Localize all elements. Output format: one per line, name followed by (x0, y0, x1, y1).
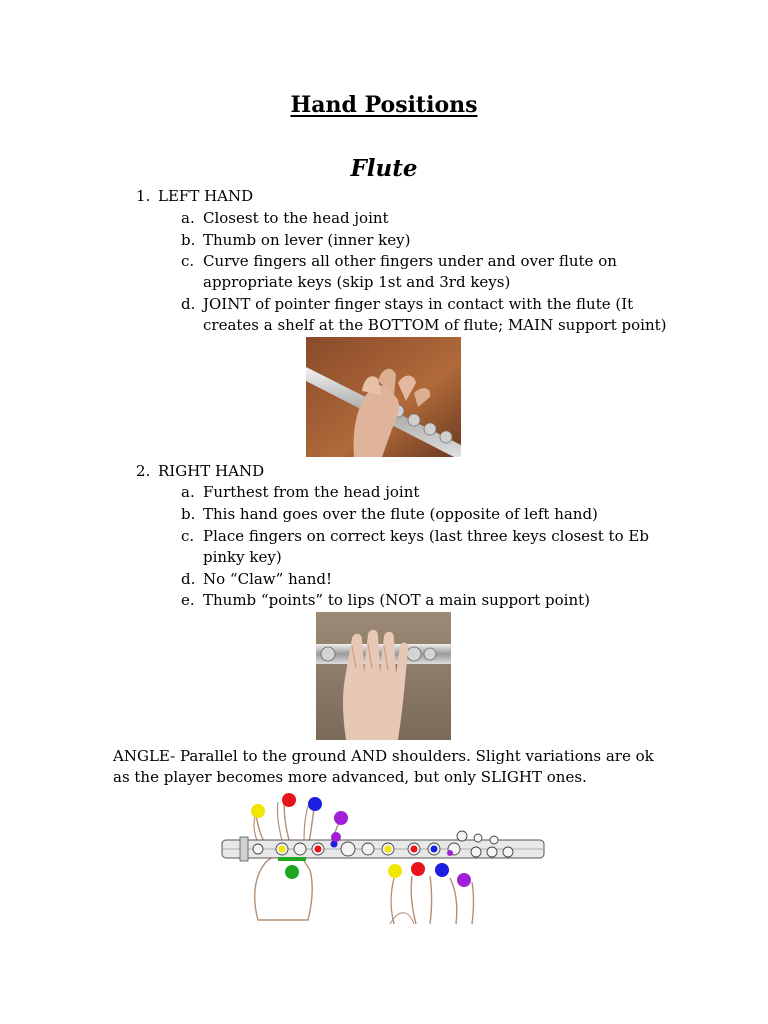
left-hand-number: 1. (136, 187, 151, 205)
left-hand-heading: LEFT HAND (158, 187, 254, 205)
list-item: JOINT of pointer finger stays in contact… (203, 295, 634, 313)
list-item: Place fingers on correct keys (last thre… (203, 527, 649, 545)
list-item-continuation: appropriate keys (skip 1st and 3rd keys) (203, 273, 511, 291)
list-item-letter: b. (181, 231, 196, 249)
list-item: No “Claw” hand! (203, 570, 332, 588)
list-item-letter: c. (181, 527, 195, 545)
list-item-letter: b. (181, 505, 196, 523)
list-item: Closest to the head joint (203, 209, 389, 227)
angle-line: as the player becomes more advanced, but… (113, 768, 587, 786)
angle-line: ANGLE- Parallel to the ground AND should… (113, 747, 654, 765)
list-item: This hand goes over the flute (opposite … (203, 505, 598, 523)
list-item-letter: d. (181, 295, 196, 313)
list-item-letter: d. (181, 570, 196, 588)
list-item: Curve fingers all other fingers under an… (203, 252, 617, 270)
flute-fingering-diagram (218, 790, 548, 926)
list-item: Furthest from the head joint (203, 483, 420, 501)
right-hand-heading: RIGHT HAND (158, 462, 265, 480)
left-hand-photo (306, 337, 461, 457)
list-item-letter: e. (181, 591, 195, 609)
list-item-continuation: creates a shelf at the BOTTOM of flute; … (203, 316, 667, 334)
instrument-title: Flute (350, 155, 418, 182)
list-item-continuation: pinky key) (203, 548, 282, 566)
page-title: Hand Positions (290, 92, 478, 118)
list-item-letter: a. (181, 209, 195, 227)
list-item-letter: a. (181, 483, 195, 501)
list-item: Thumb “points” to lips (NOT a main suppo… (203, 591, 591, 609)
right-hand-photo (316, 612, 451, 740)
list-item: Thumb on lever (inner key) (203, 231, 411, 249)
right-hand-number: 2. (136, 462, 151, 480)
list-item-letter: c. (181, 252, 195, 270)
